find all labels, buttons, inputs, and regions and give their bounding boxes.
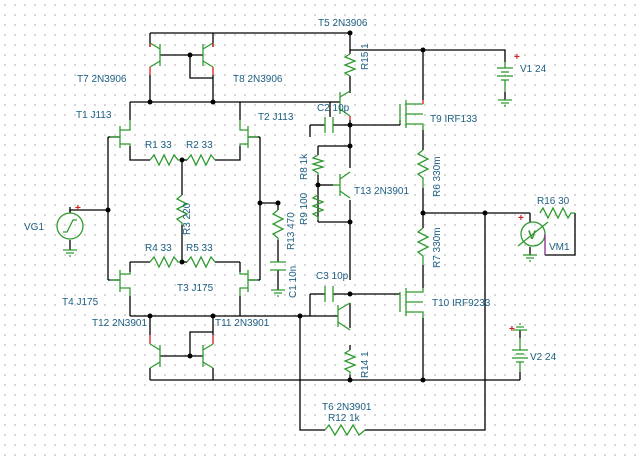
label-r12: R12 1k [328,413,361,424]
resistor-r8[interactable] [310,154,326,175]
label-v1: V1 24 [520,64,547,75]
capacitor-c2[interactable] [324,117,334,133]
resistor-r14[interactable] [343,349,357,375]
label-t5: T5 2N3906 [318,18,368,29]
battery-v2[interactable] [512,338,528,372]
ground-symbols [63,99,537,331]
label-r2: R2 33 [186,140,213,151]
jfet-t3[interactable] [239,270,258,296]
vm1-plus-sign: + [518,213,524,224]
label-t11: T11 2N3901 [215,318,270,329]
resistor-r2[interactable] [186,153,216,167]
transistor-t12[interactable] [149,335,161,369]
label-t10: T10 IRF9233 [432,298,491,309]
label-c3: C3 10p [316,271,349,282]
resistor-r1[interactable] [149,153,180,167]
transistor-t13[interactable] [333,171,351,199]
signal-generator-vg1[interactable] [56,212,84,240]
label-t12: T12 2N3901 [92,318,147,329]
label-r3: R3 220 [182,202,193,235]
label-r16: R16 30 [537,196,570,207]
transistor-t6[interactable] [337,302,351,331]
label-c1: C1 10n [288,266,299,298]
transistor-t7[interactable] [149,42,161,75]
label-r6: R6 330m [432,156,443,197]
resistor-r7[interactable] [416,227,430,265]
resistor-r6[interactable] [416,149,430,188]
resistor-r13[interactable] [271,209,285,240]
voltmeter-vm1[interactable] [517,221,549,255]
label-r4: R4 33 [145,243,172,254]
label-vm1: VM1 [549,242,570,253]
resistor-r15[interactable] [343,53,357,77]
label-c2: C2 10p [317,103,350,114]
capacitor-c3[interactable] [324,286,334,302]
wires [69,32,576,431]
jfet-t1[interactable] [110,120,131,148]
junction-dots [105,30,488,383]
resistor-r3[interactable] [175,194,189,225]
mosfet-t10[interactable] [399,288,424,318]
resistor-r5[interactable] [186,255,216,269]
jfet-t4[interactable] [110,270,131,296]
label-v2: V2 24 [530,352,557,363]
transistor-t5[interactable] [339,90,351,120]
label-r15: R15 1 [360,43,371,70]
label-t13: T13 2N3901 [354,186,409,197]
label-t9: T9 IRF133 [430,114,478,125]
resistor-r9[interactable] [311,194,325,220]
resistor-r4[interactable] [149,255,180,269]
label-vg1: VG1 [24,222,44,233]
mosfet-t9[interactable] [399,100,424,130]
label-t3: T3 J175 [177,283,214,294]
resistor-r12[interactable] [324,423,366,437]
label-r9: R9 100 [299,192,310,225]
vg1-plus-sign: + [75,203,81,214]
label-t6: T6 2N3901 [322,402,372,413]
label-t4: T4 J175 [62,297,99,308]
label-t1: T1 J113 [76,110,112,121]
capacitor-c1[interactable] [270,261,286,271]
transistor-t11[interactable] [202,335,214,369]
label-r14: R14 1 [360,351,371,378]
label-t8: T8 2N3906 [233,74,283,85]
label-t2: T2 J113 [258,112,294,123]
v2-plus-sign: + [509,324,515,335]
component-labels: T5 2N3906 T7 2N3906 T8 2N3906 T1 J113 T2… [24,18,570,424]
label-r7: R7 330m [432,227,443,268]
resistor-r16[interactable] [539,206,575,220]
battery-v1[interactable] [497,62,513,92]
jfet-t2[interactable] [239,120,258,148]
label-t7: T7 2N3906 [77,74,127,85]
voltmeter-v-glyph: V [528,228,536,242]
label-r5: R5 33 [186,243,213,254]
label-r13: R13 470 [286,212,297,250]
label-r1: R1 33 [145,140,172,151]
label-r8: R8 1k [299,153,310,180]
v1-plus-sign: + [514,52,520,63]
transistor-t8[interactable] [202,42,214,75]
